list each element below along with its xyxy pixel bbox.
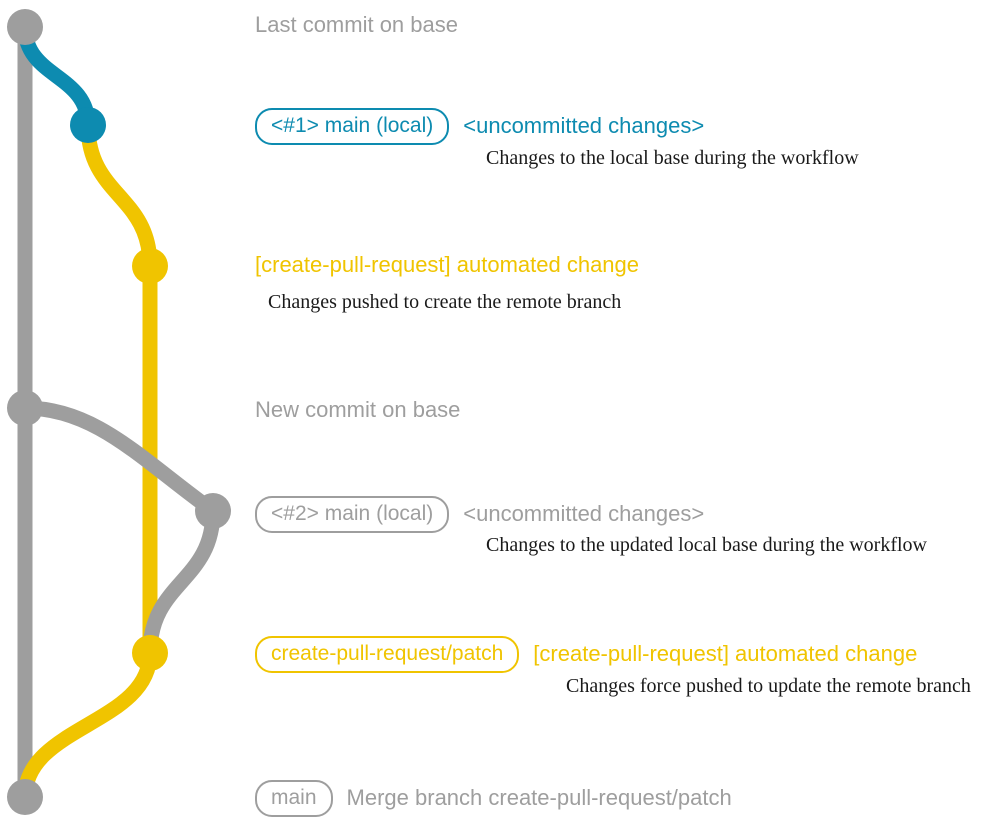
commit-node-patch-1[interactable] [132, 248, 168, 284]
local-2-to-patch-line [142, 503, 221, 661]
commit-node-local-2[interactable] [195, 493, 231, 529]
graph-entry-local-change-1: <#1> main (local) <uncommitted changes> [255, 108, 704, 145]
graph-entry-automated-change-1: [create-pull-request] automated change [255, 252, 639, 278]
graph-entry-automated-change-2: create-pull-request/patch [create-pull-r… [255, 636, 917, 673]
branch-badge-patch[interactable]: create-pull-request/patch [255, 636, 520, 673]
commit-subject: <uncommitted changes> [463, 501, 705, 526]
commit-node-base-merge[interactable] [7, 779, 43, 815]
commit-subject: Merge branch create-pull-request/patch [346, 785, 732, 810]
commit-subject: New commit on base [255, 397, 461, 422]
patch-lane-line-upper [80, 117, 158, 274]
branch-badge-local-2[interactable]: <#2> main (local) [255, 496, 450, 533]
commit-subject: [create-pull-request] automated change [533, 641, 918, 666]
graph-entry-merge-commit: main Merge branch create-pull-request/pa… [255, 780, 732, 817]
commit-node-local-1[interactable] [70, 107, 106, 143]
local-branch-line-2 [17, 400, 221, 519]
commit-node-base-last[interactable] [7, 9, 43, 45]
patch-merge-line [17, 645, 158, 805]
commit-detail-note: Changes to the local base during the wor… [486, 147, 859, 169]
commit-node-patch-2[interactable] [132, 635, 168, 671]
commit-subject: <uncommitted changes> [463, 113, 705, 138]
commit-subject: Last commit on base [255, 12, 458, 37]
commit-subject: [create-pull-request] automated change [255, 252, 640, 277]
branch-badge-local-1[interactable]: <#1> main (local) [255, 108, 450, 145]
commit-node-base-new[interactable] [7, 390, 43, 426]
graph-entry-local-change-2: <#2> main (local) <uncommitted changes> [255, 496, 704, 533]
commit-detail-note: Changes force pushed to update the remot… [566, 675, 971, 697]
commit-detail-note: Changes to the updated local base during… [486, 534, 927, 556]
graph-entry-last-commit-on-base: Last commit on base [255, 12, 458, 38]
commit-detail-note: Changes pushed to create the remote bran… [268, 291, 622, 313]
branch-badge-main[interactable]: main [255, 780, 333, 817]
graph-entry-new-commit-on-base: New commit on base [255, 397, 460, 423]
